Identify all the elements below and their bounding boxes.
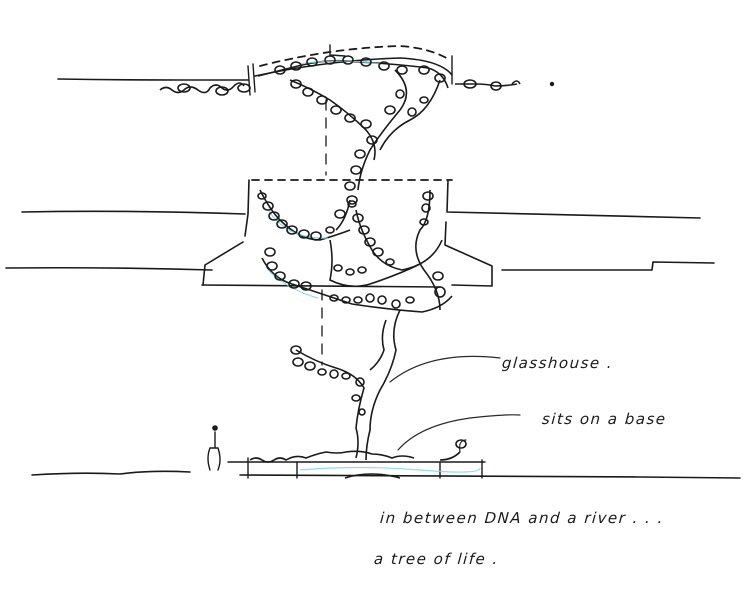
top-floor-line	[57, 44, 555, 96]
middle-floor-plates	[5, 179, 715, 288]
vine-trunk-lower	[295, 309, 521, 461]
vine-leaves-lower	[290, 345, 366, 416]
vine-canopy-top	[257, 59, 449, 191]
annotation-base: sits on a base	[541, 410, 668, 428]
human-figure	[207, 425, 221, 471]
vine-leaves-middle	[257, 191, 446, 309]
vine-middle	[259, 189, 453, 313]
vine-leaves-top	[274, 55, 446, 205]
annotation-tree-of-life: a tree of life .	[373, 550, 500, 568]
ground-line	[31, 439, 741, 479]
annotation-dna-river: in between DNA and a river . . .	[379, 509, 665, 527]
annotation-glasshouse: glasshouse .	[501, 354, 614, 372]
